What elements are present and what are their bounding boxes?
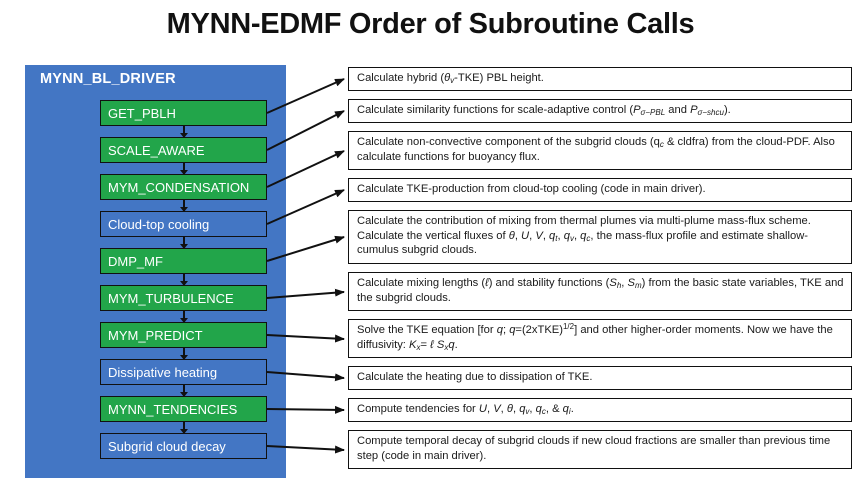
- description-box-mynn-tendencies: Compute tendencies for U, V, θ, qv, qc, …: [348, 398, 852, 422]
- description-box-cloud-top-cooling: Calculate TKE-production from cloud-top …: [348, 178, 852, 202]
- description-box-mym-turbulence: Calculate mixing lengths (ℓ) and stabili…: [348, 272, 852, 311]
- description-box-get-pblh: Calculate hybrid (θv-TKE) PBL height.: [348, 67, 852, 91]
- step-label: Subgrid cloud decay: [108, 438, 226, 454]
- step-box-mym-condensation[interactable]: MYM_CONDENSATION: [100, 174, 267, 200]
- description-text: Calculate the contribution of mixing fro…: [357, 215, 811, 257]
- step-label: MYNN_TENDENCIES: [108, 401, 238, 417]
- step-box-dmp-mf[interactable]: DMP_MF: [100, 248, 267, 274]
- step-box-mynn-tendencies[interactable]: MYNN_TENDENCIES: [100, 396, 267, 422]
- step-label: MYM_TURBULENCE: [108, 290, 234, 306]
- description-text: Solve the TKE equation [for q; q=(2xTKE)…: [357, 322, 833, 352]
- description-text: Calculate TKE-production from cloud-top …: [357, 183, 706, 195]
- description-text: Calculate non-convective component of th…: [357, 136, 835, 163]
- flow-arrow-down: [180, 237, 188, 249]
- flow-arrow-down: [180, 274, 188, 286]
- step-label: Dissipative heating: [108, 364, 218, 380]
- driver-panel-label: MYNN_BL_DRIVER: [40, 71, 176, 87]
- flow-arrow-down: [180, 163, 188, 175]
- step-label: Cloud-top cooling: [108, 216, 210, 232]
- step-label: GET_PBLH: [108, 105, 176, 121]
- flow-arrow-down: [180, 126, 188, 138]
- description-text: Compute tendencies for U, V, θ, qv, qc, …: [357, 403, 574, 416]
- step-label: MYM_CONDENSATION: [108, 179, 250, 195]
- flow-arrow-down: [180, 311, 188, 323]
- description-box-scale-aware: Calculate similarity functions for scale…: [348, 99, 852, 123]
- step-label: SCALE_AWARE: [108, 142, 205, 158]
- step-box-get-pblh[interactable]: GET_PBLH: [100, 100, 267, 126]
- description-text: Calculate the heating due to dissipation…: [357, 371, 593, 383]
- step-label: MYM_PREDICT: [108, 327, 203, 343]
- description-box-mym-condensation: Calculate non-convective component of th…: [348, 131, 852, 170]
- step-box-cloud-top-cooling[interactable]: Cloud-top cooling: [100, 211, 267, 237]
- step-box-scale-aware[interactable]: SCALE_AWARE: [100, 137, 267, 163]
- step-box-dissipative-heating[interactable]: Dissipative heating: [100, 359, 267, 385]
- flow-arrow-down: [180, 348, 188, 360]
- flow-arrow-down: [180, 385, 188, 397]
- page-title: MYNN-EDMF Order of Subroutine Calls: [166, 8, 695, 40]
- flow-arrow-down: [180, 200, 188, 212]
- step-label: DMP_MF: [108, 253, 163, 269]
- flow-arrow-down: [180, 422, 188, 434]
- description-box-mym-predict: Solve the TKE equation [for q; q=(2xTKE)…: [348, 319, 852, 358]
- step-box-mym-turbulence[interactable]: MYM_TURBULENCE: [100, 285, 267, 311]
- step-box-mym-predict[interactable]: MYM_PREDICT: [100, 322, 267, 348]
- description-box-dissipative-heating: Calculate the heating due to dissipation…: [348, 366, 852, 390]
- step-box-subgrid-cloud-decay[interactable]: Subgrid cloud decay: [100, 433, 267, 459]
- description-text: Calculate mixing lengths (ℓ) and stabili…: [357, 277, 844, 304]
- description-text: Compute temporal decay of subgrid clouds…: [357, 435, 831, 462]
- description-box-subgrid-cloud-decay: Compute temporal decay of subgrid clouds…: [348, 430, 852, 469]
- description-text: Calculate hybrid (θv-TKE) PBL height.: [357, 72, 544, 85]
- description-box-dmp-mf: Calculate the contribution of mixing fro…: [348, 210, 852, 264]
- description-text: Calculate similarity functions for scale…: [357, 104, 731, 117]
